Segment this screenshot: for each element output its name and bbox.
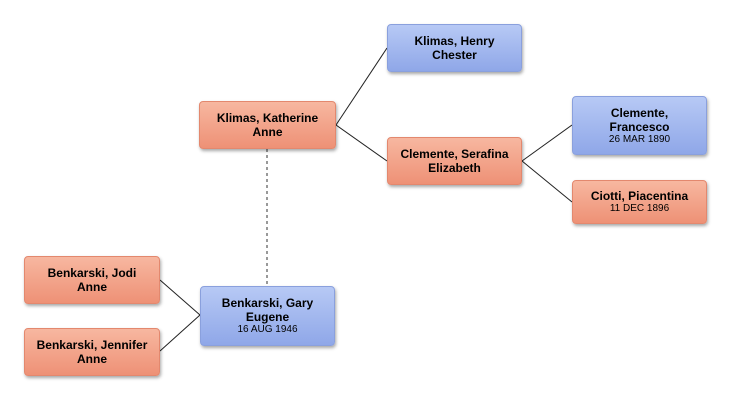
- person-katherine-klimas[interactable]: Klimas, Katherine Anne: [199, 101, 336, 149]
- person-name: Benkarski, Gary Eugene: [221, 296, 314, 324]
- line-katherine-serafina: [335, 124, 388, 162]
- person-name: Benkarski, Jennifer Anne: [36, 338, 148, 366]
- person-name: Clemente, Francesco: [609, 105, 670, 134]
- person-francesco-clemente[interactable]: Clemente, Francesco 26 MAR 1890: [572, 96, 707, 155]
- person-date: 11 DEC 1896: [609, 203, 670, 214]
- person-date: 16 AUG 1946: [237, 324, 298, 335]
- person-name: Ciotti, Piacentina: [590, 189, 689, 203]
- person-gary-benkarski[interactable]: Benkarski, Gary Eugene 16 AUG 1946: [200, 286, 335, 346]
- person-serafina-clemente[interactable]: Clemente, Serafina Elizabeth: [387, 137, 522, 185]
- person-jodi-benkarski[interactable]: Benkarski, Jodi Anne: [24, 256, 160, 304]
- person-name: Clemente, Serafina Elizabeth: [400, 147, 509, 175]
- person-name: Klimas, Henry Chester: [414, 34, 495, 62]
- line-gary-jennifer: [159, 314, 201, 352]
- line-serafina-francesco: [521, 124, 573, 162]
- person-henry-klimas[interactable]: Klimas, Henry Chester: [387, 24, 522, 72]
- person-date: 26 MAR 1890: [608, 133, 671, 145]
- line-katherine-henry: [335, 47, 388, 126]
- person-name: Klimas, Katherine Anne: [216, 111, 319, 139]
- line-serafina-piacentina: [521, 160, 573, 203]
- line-gary-jodi: [159, 279, 201, 316]
- person-jennifer-benkarski[interactable]: Benkarski, Jennifer Anne: [24, 328, 160, 376]
- person-name: Benkarski, Jodi Anne: [47, 266, 137, 294]
- person-piacentina-ciotti[interactable]: Ciotti, Piacentina 11 DEC 1896: [572, 180, 707, 224]
